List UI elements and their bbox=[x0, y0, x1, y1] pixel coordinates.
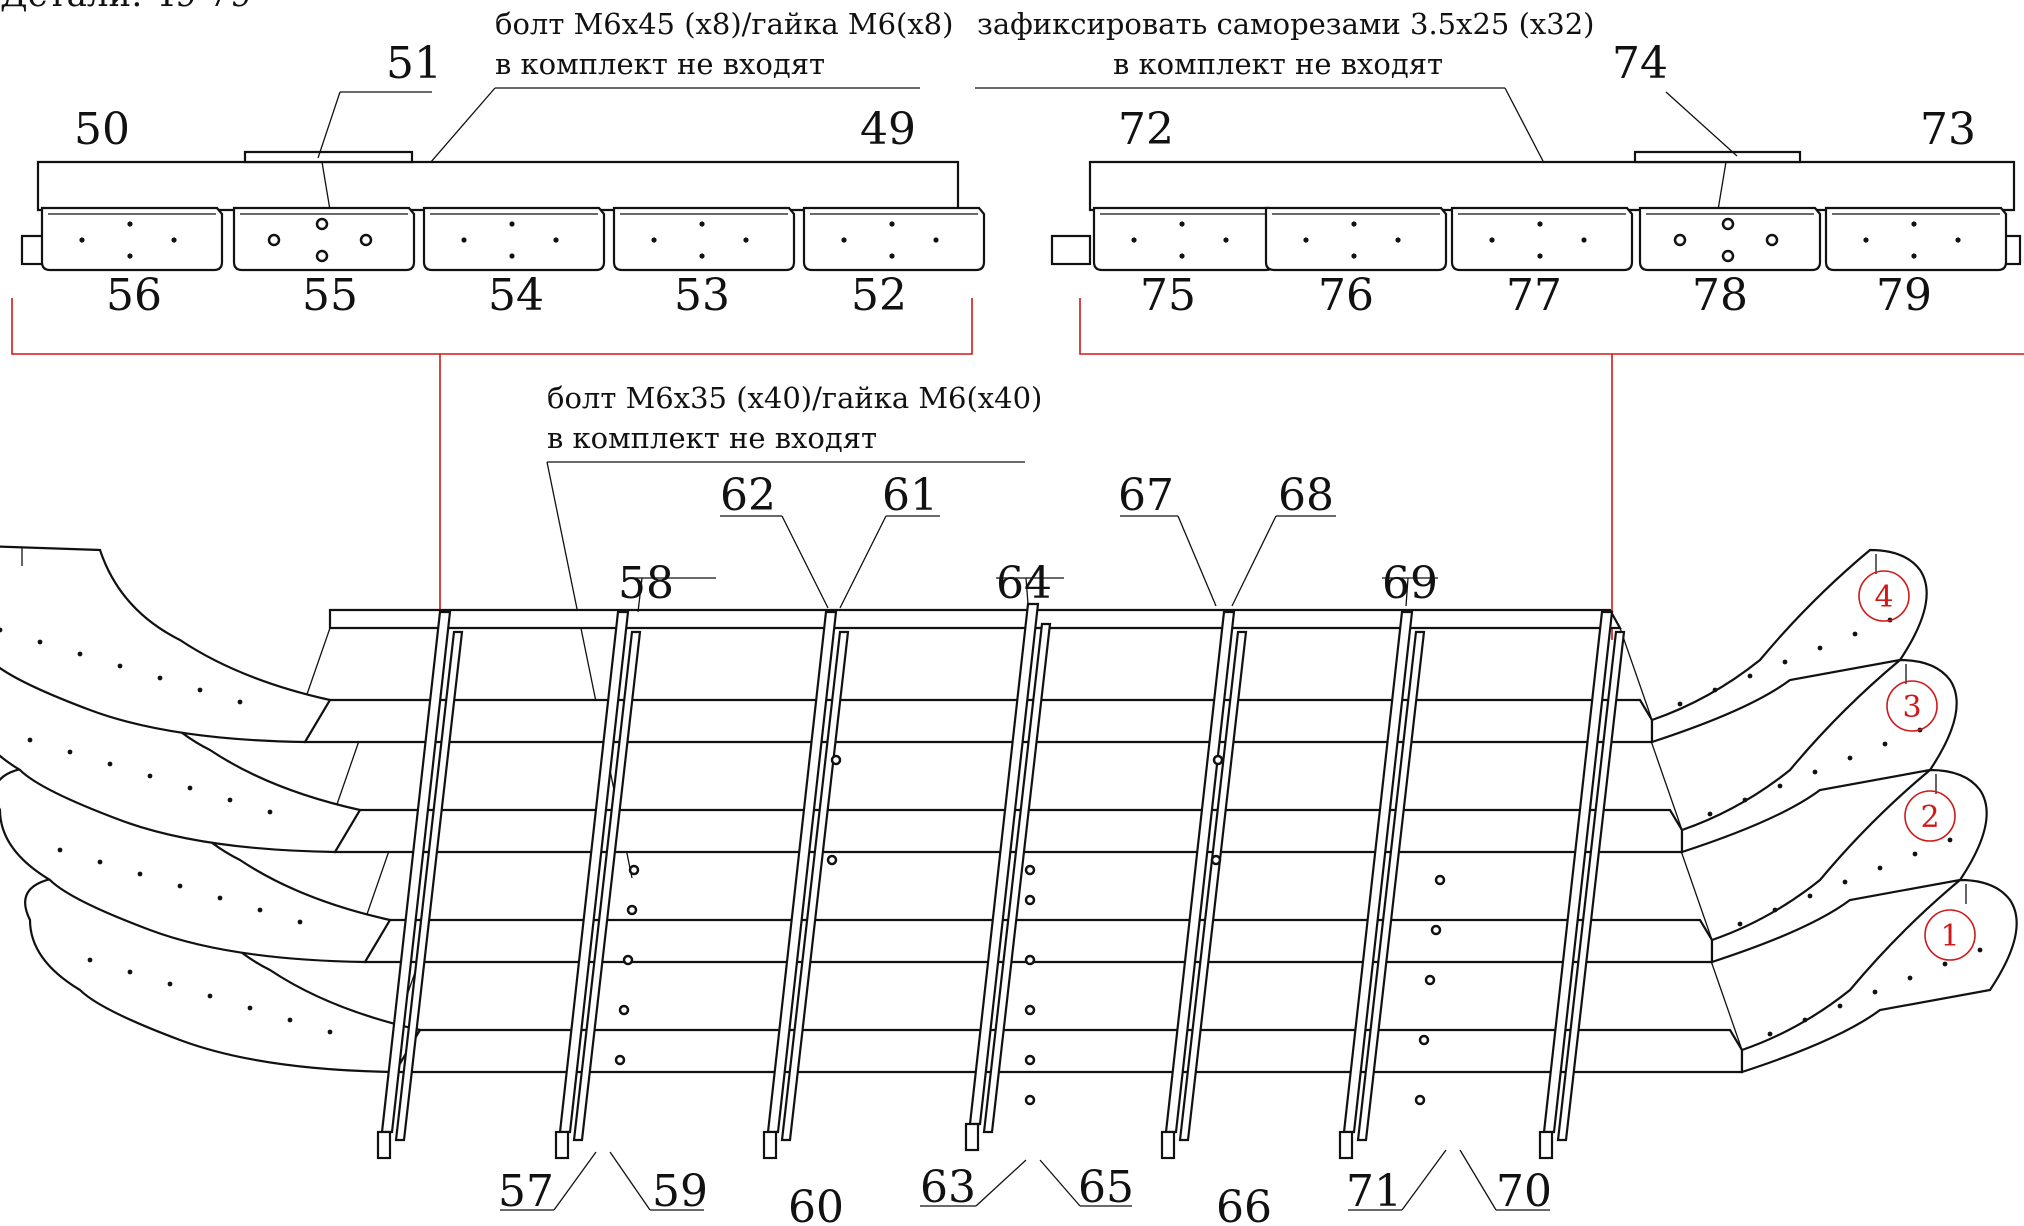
note-screws-3-5x25: зафиксировать саморезами 3.5х25 (х32) в … bbox=[975, 7, 1594, 237]
level-4-text: 4 bbox=[1874, 580, 1893, 615]
label-65: 65 bbox=[1078, 1162, 1134, 1213]
label-72: 72 bbox=[1118, 104, 1174, 155]
level-marker-2: 2 bbox=[1904, 790, 1956, 842]
level-1-text: 1 bbox=[1940, 919, 1959, 954]
label-79: 79 bbox=[1876, 270, 1932, 321]
label-61: 61 bbox=[882, 470, 938, 521]
label-74: 74 bbox=[1612, 38, 1668, 89]
tier-4 bbox=[0, 545, 1928, 744]
divider-2 bbox=[554, 610, 642, 1160]
label-55: 55 bbox=[302, 270, 358, 321]
main-assembly bbox=[0, 545, 2018, 1160]
note-bolts-m6x45-line2: в комплект не входят bbox=[495, 47, 825, 81]
label-69: 69 bbox=[1382, 558, 1438, 609]
divider-7 bbox=[1538, 610, 1626, 1160]
label-62: 62 bbox=[720, 470, 776, 521]
divider-1 bbox=[376, 610, 464, 1160]
label-68: 68 bbox=[1278, 470, 1334, 521]
label-66: 66 bbox=[1216, 1182, 1272, 1226]
label-59: 59 bbox=[652, 1166, 708, 1217]
level-2-text: 2 bbox=[1920, 800, 1939, 835]
label-78: 78 bbox=[1692, 270, 1748, 321]
label-53: 53 bbox=[674, 270, 730, 321]
divider-6 bbox=[1338, 610, 1426, 1160]
level-marker-1: 1 bbox=[1924, 909, 1976, 961]
divider-3 bbox=[762, 610, 850, 1160]
plate-79 bbox=[1824, 206, 2008, 272]
top-leaders bbox=[628, 515, 1438, 613]
label-60: 60 bbox=[788, 1182, 844, 1226]
label-71: 71 bbox=[1346, 1166, 1402, 1217]
label-58: 58 bbox=[618, 558, 674, 609]
label-70: 70 bbox=[1496, 1166, 1552, 1217]
label-75: 75 bbox=[1140, 270, 1196, 321]
plate-54 bbox=[422, 206, 606, 272]
label-50: 50 bbox=[74, 104, 130, 155]
note-screws-line2: в комплект не входят bbox=[1113, 47, 1443, 81]
label-54: 54 bbox=[488, 270, 544, 321]
label-76: 76 bbox=[1318, 270, 1374, 321]
bottom-leaders bbox=[500, 1149, 1550, 1211]
left-subassembly: 50 51 49 56 55 54 53 52 bbox=[11, 38, 986, 640]
divider-5 bbox=[1160, 610, 1248, 1160]
plate-53 bbox=[612, 206, 796, 272]
label-56: 56 bbox=[106, 270, 162, 321]
label-49: 49 bbox=[860, 104, 916, 155]
label-51: 51 bbox=[386, 38, 442, 89]
plate-52 bbox=[802, 206, 986, 272]
label-67: 67 bbox=[1118, 470, 1174, 521]
label-63: 63 bbox=[920, 1162, 976, 1213]
label-52: 52 bbox=[851, 270, 907, 321]
note-bolts-m6x35-line2: в комплект не входят bbox=[547, 421, 877, 455]
note-screws-line1: зафиксировать саморезами 3.5х25 (х32) bbox=[977, 7, 1594, 41]
note-bolts-m6x45: болт М6х45 (х8)/гайка М6(х8) в комплект … bbox=[371, 7, 953, 231]
note-bolts-m6x35-line1: болт М6х35 (х40)/гайка М6(х40) bbox=[547, 381, 1042, 415]
plate-55 bbox=[232, 206, 416, 272]
label-57: 57 bbox=[498, 1166, 554, 1217]
level-marker-4: 4 bbox=[1858, 570, 1910, 622]
plate-76 bbox=[1264, 206, 1448, 272]
label-73: 73 bbox=[1920, 104, 1976, 155]
note-bolts-m6x45-line1: болт М6х45 (х8)/гайка М6(х8) bbox=[495, 7, 953, 41]
plate-77 bbox=[1450, 206, 1634, 272]
plate-78 bbox=[1638, 206, 1822, 272]
note-bolts-m6x35: болт М6х35 (х40)/гайка М6(х40) в комплек… bbox=[546, 381, 1042, 879]
plate-56 bbox=[40, 206, 224, 272]
divider-4 bbox=[964, 602, 1052, 1152]
plate-75 bbox=[1092, 206, 1276, 272]
level-marker-3: 3 bbox=[1886, 680, 1938, 732]
header-text: Детали: 49-79 bbox=[0, 0, 251, 15]
level-3-text: 3 bbox=[1902, 690, 1921, 725]
label-64: 64 bbox=[996, 558, 1052, 609]
right-subassembly: 72 74 73 75 76 77 78 79 bbox=[1050, 38, 2024, 640]
tier-3 bbox=[0, 654, 1958, 854]
label-77: 77 bbox=[1506, 270, 1562, 321]
